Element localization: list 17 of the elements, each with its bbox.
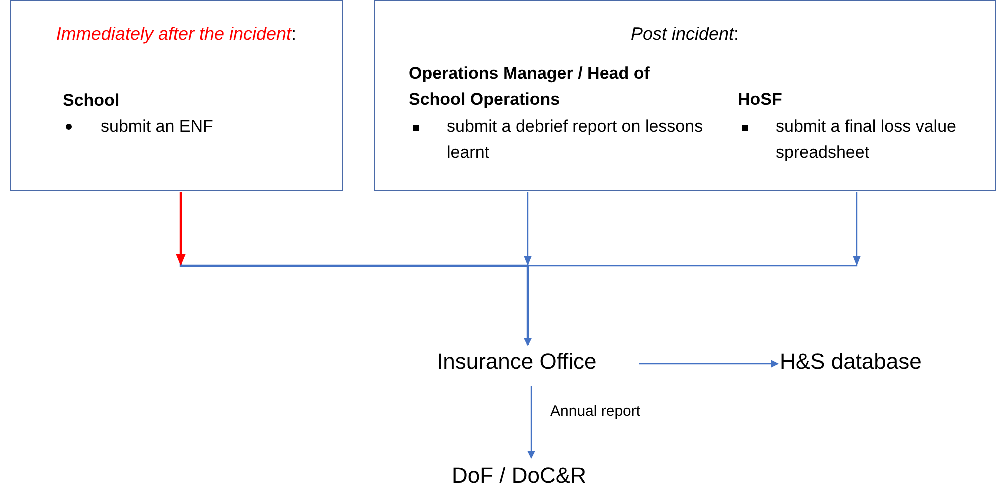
stage-heading: Post incident:	[630, 23, 740, 46]
destination-text: DoF / DoC&R	[452, 461, 602, 491]
arrow	[524, 192, 858, 346]
task-text: submit an ENF	[101, 116, 214, 138]
destination-text: Insurance Office	[437, 347, 622, 377]
arrow	[639, 360, 779, 368]
task-text: submit a debrief report on lessons learnt	[447, 116, 704, 164]
edge-label: Annual report	[548, 403, 643, 420]
arrow	[528, 386, 536, 459]
arrow	[180, 192, 532, 346]
role-heading: HoSF	[738, 89, 784, 111]
role-heading: School	[63, 90, 120, 112]
stage-box	[10, 0, 343, 191]
task-text: submit a final loss value spreadsheet	[776, 116, 958, 164]
destination-text: H&S database	[780, 347, 950, 377]
stage-box	[374, 0, 996, 191]
stage-heading: Immediately after the incident:	[55, 23, 298, 46]
